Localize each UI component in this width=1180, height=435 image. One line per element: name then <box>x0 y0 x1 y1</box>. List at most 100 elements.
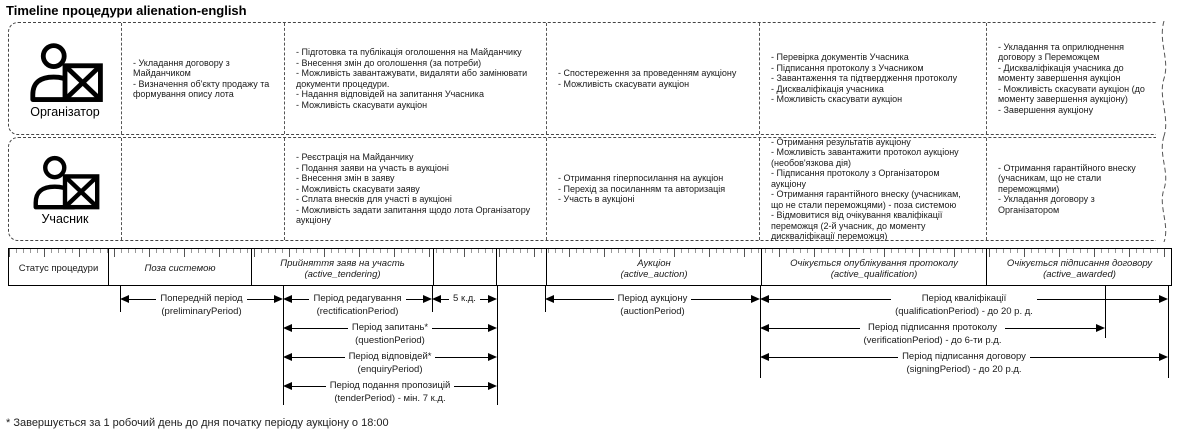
phase-name: Прийняття заяв на участь <box>280 257 405 269</box>
bullet-item: - Визначення об'єкту продажу та формуван… <box>133 78 270 100</box>
bullet-item: - Можливість скасувати аукціон <box>771 94 903 105</box>
arrow-line <box>292 385 326 387</box>
status-phase-awarded: Очікується підписання договору (active_a… <box>986 249 1172 285</box>
arrow-line <box>129 298 157 300</box>
phase-code: (active_qualification) <box>830 269 918 280</box>
bullet-item: - Відмовитися від очікування кваліфікаці… <box>771 210 943 241</box>
torn-edge <box>1156 136 1172 242</box>
status-header-cell: Статус процедури <box>9 249 108 285</box>
participant-row: Учасник - Реєстрація на Майданчику - Под… <box>8 136 1172 242</box>
phase-code: (active_tendering) <box>304 269 381 280</box>
bullet-item: - Перевірка документів Учасника <box>771 52 909 63</box>
period-label: Період редагування(rectificationPeriod) <box>313 293 402 317</box>
arrow-line <box>292 298 310 300</box>
arrowhead-right-icon <box>274 295 283 303</box>
arrowhead-right-icon <box>488 353 498 361</box>
period-arrow-five-days: 5 к.д. <box>432 292 497 305</box>
phase-code: (active_awarded) <box>1043 269 1116 280</box>
period-arrow-question: Період запитань*(questionPeriod) <box>283 321 497 347</box>
ruler-ticks-large <box>9 249 1171 257</box>
bullet-item: - Сплата внесків для участі в аукціоні <box>296 194 452 205</box>
bullet-item: - Спостереження за проведенням аукціону <box>558 68 737 78</box>
phase-name: Очікується опублікування протоколу <box>790 257 958 269</box>
arrow-line <box>454 385 489 387</box>
bullet-item: - Отримання результатів аукціону <box>771 136 911 147</box>
status-phase-auction: Аукціон (active_auction) <box>546 249 761 285</box>
status-phase-qualification: Очікується опублікування протоколу (acti… <box>761 249 986 285</box>
arrow-line <box>769 356 899 358</box>
arrow-line <box>1005 327 1096 329</box>
status-strip: Статус процедури Поза системою Прийняття… <box>8 248 1172 286</box>
bullet-item: - Підписання протоколу з Учасником <box>771 62 924 73</box>
footnote: * Завершується за 1 робочий день до дня … <box>6 417 389 429</box>
arrowhead-left-icon <box>283 382 292 390</box>
participant-label: Учасник <box>41 212 89 227</box>
period-label: Період кваліфікації(qualificationPeriod)… <box>895 293 1033 317</box>
arrowhead-right-icon <box>488 382 498 390</box>
status-phase-outside: Поза системою <box>108 249 251 285</box>
organizer-outside-actions: - Укладання договору з Майданчиком - Виз… <box>121 23 284 134</box>
participant-cell: Учасник <box>9 138 121 240</box>
arrowhead-left-icon <box>283 295 292 303</box>
bullet-item: - Можливість задати запитання щодо лота … <box>296 204 531 226</box>
period-arrow-auction: Період аукціону(auctionPeriod) <box>545 292 760 318</box>
arrow-line <box>246 298 274 300</box>
bullet-item: - Внесення змін до оголошення (за потреб… <box>296 57 482 68</box>
participant-auction-actions: - Отримання гіперпосилання на аукціон - … <box>546 138 759 240</box>
period-label: 5 к.д. <box>453 293 476 304</box>
bullet-item: - Можливість скасувати аукціон <box>558 78 690 89</box>
arrow-line <box>554 298 614 300</box>
torn-edge <box>1156 21 1172 136</box>
arrowhead-left-icon <box>760 324 769 332</box>
participant-icon <box>33 156 100 210</box>
period-label: Період подання пропозицій(tenderPeriod) … <box>329 380 451 404</box>
participant-outside-actions <box>121 138 284 240</box>
bullet-item: - Внесення змін в заяву <box>296 173 395 184</box>
organizer-row: Організатор - Укладання договору з Майда… <box>8 21 1172 136</box>
participant-tendering-actions: - Реєстрація на Майданчику - Подання зая… <box>284 138 546 240</box>
period-label: Попередній період(preliminaryPeriod) <box>160 293 243 317</box>
arrow-line <box>432 327 488 329</box>
arrowhead-right-icon <box>1159 353 1168 361</box>
arrow-line <box>405 298 423 300</box>
bullet-item: - Укладання договору з Майданчиком <box>133 57 230 79</box>
bullet-item: - Дискваліфікація учасника до моменту за… <box>998 62 1124 84</box>
status-spacer-cell <box>433 249 496 285</box>
period-arrow-verification: Період підписання протоколу(verification… <box>760 321 1105 347</box>
period-arrow-rectification: Період редагування(rectificationPeriod) <box>283 292 432 318</box>
guide-line <box>1168 286 1169 378</box>
bullet-item: - Укладання договору з Організатором <box>998 194 1095 215</box>
period-arrow-tender: Період подання пропозицій(tenderPeriod) … <box>283 379 498 405</box>
page-title: Timeline процедури alienation-english <box>6 3 247 18</box>
participant-qualification-actions: - Отримання результатів аукціону - Можли… <box>759 136 986 241</box>
arrowhead-right-icon <box>751 295 760 303</box>
bullet-item: - Надання відповідей на запитання Учасни… <box>296 89 484 99</box>
arrowhead-left-icon <box>760 353 769 361</box>
arrow-line <box>691 298 751 300</box>
organizer-cell: Організатор <box>9 23 121 134</box>
period-arrow-enquiry: Період відповідей*(enquiryPeriod) <box>283 350 498 376</box>
bullet-item: - Участь в аукціоні <box>558 194 635 205</box>
period-arrow-signing: Період підписання договору(signingPeriod… <box>760 350 1168 376</box>
bullet-item: - Можливість скасувати аукціон (до момен… <box>998 83 1145 105</box>
phase-name: Поза системою <box>144 263 216 275</box>
bullet-item: - Подання заяви на участь в аукціоні <box>296 162 449 173</box>
bullet-item: - Отримання гіперпосилання на аукціон <box>558 173 724 184</box>
arrow-line <box>1036 298 1160 300</box>
guide-line <box>497 286 498 405</box>
guide-line <box>283 286 284 405</box>
arrow-line <box>292 327 348 329</box>
phase-code: (active_auction) <box>620 269 688 280</box>
participant-awarded-actions: - Отримання гарантійного внеску (учасник… <box>986 138 1156 240</box>
status-header: Статус процедури <box>18 263 99 275</box>
bullet-item: - Можливість скасувати заяву <box>296 183 420 194</box>
organizer-awarded-actions: - Укладання та оприлюднення договору з П… <box>986 23 1156 134</box>
arrowhead-right-icon <box>1159 295 1169 303</box>
period-label: Період запитань*(questionPeriod) <box>351 322 429 346</box>
bullet-item: - Отримання гарантійного внеску (учасник… <box>771 189 961 210</box>
bullet-item: - Укладання та оприлюднення договору з П… <box>998 41 1124 63</box>
bullet-item: - Реєстрація на Майданчику <box>296 152 414 163</box>
bullet-item: - Перехід за посиланням та авторизація <box>558 183 726 194</box>
arrow-line <box>479 298 488 300</box>
bullet-item: - Можливість скасувати аукціон <box>296 99 428 110</box>
